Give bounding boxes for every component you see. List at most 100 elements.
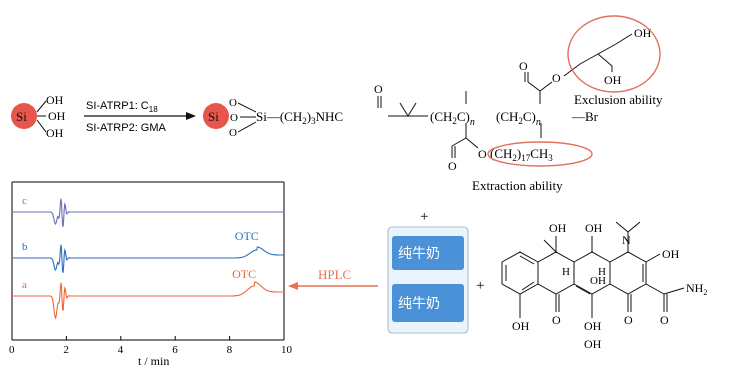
plus-top: + (420, 209, 428, 225)
silica-sphere-start (11, 103, 37, 129)
arrow-head (186, 112, 196, 120)
trace-label-c: c (22, 195, 27, 207)
tc-n-label: N (622, 233, 631, 247)
peak-label-b: OTC (235, 229, 259, 243)
tc-oh-right: OH (662, 247, 680, 261)
milk-text-top: 纯牛奶 (398, 245, 440, 261)
bond (407, 102, 417, 117)
bond (597, 43, 617, 55)
milk-packet: 纯牛奶 纯牛奶 (387, 226, 469, 334)
bond (579, 53, 599, 65)
monomer-2: (CH2C)n (496, 109, 541, 128)
tc-oh-ring: OH (590, 275, 606, 287)
si-label-product: Si (208, 109, 219, 124)
bond (543, 239, 557, 253)
tc-o1: O (552, 313, 561, 327)
ring-a (501, 251, 539, 295)
oxytetracycline-labels: N OH OH OH OH H H O O O NH2 OH OH OH (512, 221, 707, 351)
extraction-label: Extraction ability (472, 178, 563, 193)
exclusion-label: Exclusion ability (574, 92, 663, 107)
hplc-label: HPLC (318, 267, 351, 282)
diol-oh-upper: OH (634, 26, 652, 40)
silica-start: Si OH OH OH (11, 93, 66, 140)
x-tick-label: 10 (281, 344, 293, 356)
tc-h2: H (598, 266, 606, 278)
bond (399, 102, 409, 117)
tc-nh2: NH2 (686, 281, 707, 297)
bond (36, 100, 47, 113)
x-tick-label: 2 (63, 344, 69, 356)
x-ticks: 0 2 4 6 8 10 (9, 336, 293, 356)
bond (237, 102, 257, 113)
step1-label: SI-ATRP1: C18 (86, 100, 158, 114)
hplc-arrow-head (288, 282, 298, 290)
bond (521, 281, 535, 291)
trace-c (12, 198, 284, 227)
o-ring-1: O (229, 97, 237, 109)
monomer-1: (CH2C)n (430, 109, 475, 128)
hplc-arrow: HPLC (288, 267, 378, 290)
milk-text-bottom: 纯牛奶 (398, 295, 440, 311)
oxytetracycline-structure (501, 221, 685, 318)
oh-label-2: OH (48, 109, 66, 123)
ester-o-bottom-carbonyl: O (448, 159, 457, 173)
bond (645, 253, 661, 263)
diol-oh-lower: OH (604, 73, 622, 87)
plus-mid: + (476, 278, 484, 294)
bond (615, 221, 629, 233)
si-label-start: Si (16, 109, 27, 124)
milk-panel-bottom (392, 284, 464, 322)
linker-formula: Si—(CH2)3NHC (256, 109, 343, 126)
tc-oh-top1: OH (549, 221, 567, 235)
x-tick-label: 6 (172, 344, 178, 356)
tc-o2: O (624, 313, 633, 327)
ester-o-bottom: O (478, 147, 487, 161)
oh-label-3: OH (46, 126, 64, 140)
ester-o-top: O (552, 71, 561, 85)
bond (645, 283, 665, 295)
exclusion-highlight (567, 15, 661, 93)
tc-h1: H (562, 266, 570, 278)
o-ring-3: O (229, 127, 237, 139)
tc-o3: O (660, 313, 669, 327)
bond (527, 81, 541, 92)
bond (615, 33, 633, 45)
reaction-arrow: SI-ATRP1: C18 SI-ATRP2: GMA (84, 100, 196, 134)
bond (575, 285, 591, 295)
x-tick-label: 8 (227, 344, 233, 356)
bond (237, 121, 257, 133)
milk-panel-top (392, 236, 464, 270)
ring-d (609, 251, 647, 295)
bond (519, 255, 535, 265)
bond (663, 287, 685, 295)
bond (597, 53, 613, 67)
x-tick-label: 0 (9, 344, 15, 356)
x-tick-label: 4 (118, 344, 124, 356)
peak-label-a: OTC (232, 267, 256, 281)
ester-o-top-carbonyl: O (519, 59, 528, 73)
tc-oh-b3: OH (584, 337, 602, 351)
o-ring-2: O (230, 112, 238, 124)
oh-label-1: OH (46, 93, 64, 107)
tc-oh-b1: OH (512, 319, 530, 333)
x-axis-label: t / min (138, 354, 169, 368)
extraction-highlight (487, 141, 593, 167)
bond (451, 137, 467, 147)
trace-a (12, 281, 284, 320)
trace-label-a: a (22, 279, 27, 291)
bond (539, 81, 553, 92)
tc-oh-top2: OH (585, 221, 603, 235)
trace-label-b: b (22, 241, 28, 253)
step2-label: SI-ATRP2: GMA (86, 122, 167, 134)
alkyl-chain: (CH2)17CH3 (490, 146, 553, 163)
bromine-end: —Br (571, 109, 599, 124)
bond (36, 119, 47, 133)
carbonyl-o: O (374, 82, 383, 96)
bond (465, 137, 479, 149)
bond (627, 221, 641, 233)
tc-oh-b2: OH (584, 319, 602, 333)
